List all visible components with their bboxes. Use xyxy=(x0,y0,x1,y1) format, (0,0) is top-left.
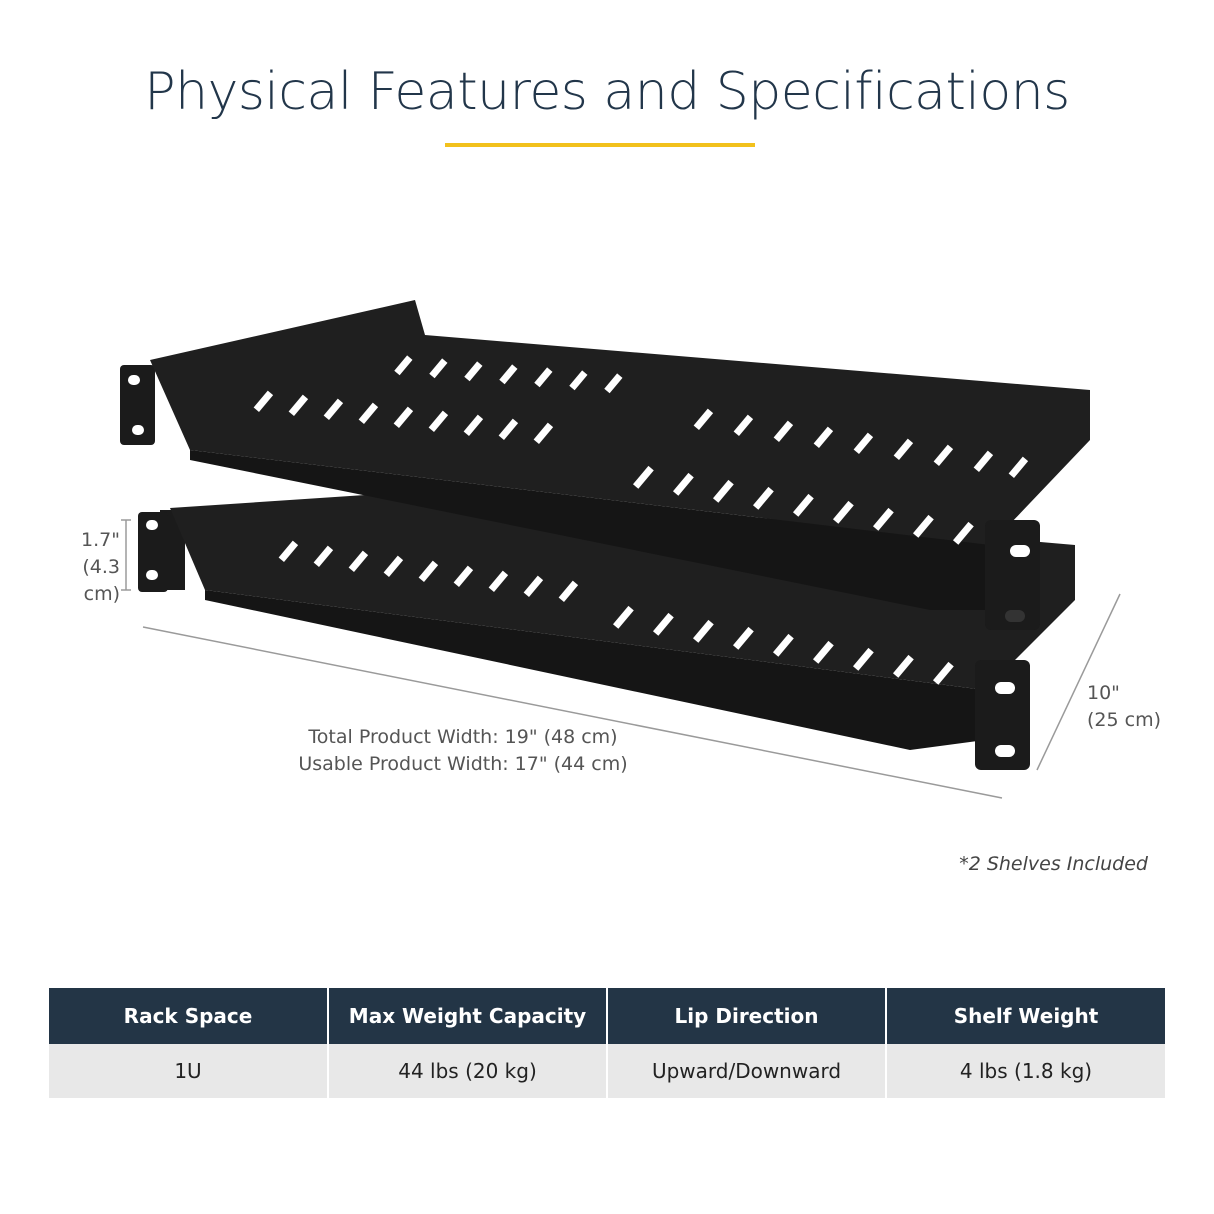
value-rack-space: 1U xyxy=(49,1044,329,1098)
depth-imperial: 10" xyxy=(1087,682,1120,704)
usable-width: Usable Product Width: 17" (44 cm) xyxy=(298,753,628,775)
height-dimension-label: 1.7" (4.3 cm) xyxy=(40,527,120,608)
depth-dimension-line xyxy=(1036,593,1121,771)
header-rack-space: Rack Space xyxy=(49,988,329,1044)
height-metric: (4.3 cm) xyxy=(82,556,120,605)
value-shelf-weight: 4 lbs (1.8 kg) xyxy=(886,1044,1165,1098)
upper-shelf xyxy=(120,300,1090,630)
dimension-lines xyxy=(121,519,1121,799)
title-accent-underline xyxy=(445,143,755,147)
shelves-illustration xyxy=(120,300,1121,799)
header-lip-direction: Lip Direction xyxy=(607,988,887,1044)
value-max-weight-capacity: 44 lbs (20 kg) xyxy=(328,1044,608,1098)
specs-header-row: Rack Space Max Weight Capacity Lip Direc… xyxy=(49,988,1165,1044)
header-max-weight-capacity: Max Weight Capacity xyxy=(328,988,608,1044)
depth-dimension-label: 10" (25 cm) xyxy=(1087,680,1187,734)
width-dimension-line xyxy=(142,626,1003,799)
width-dimension-label: Total Product Width: 19" (48 cm) Usable … xyxy=(283,724,643,778)
specs-value-row: 1U 44 lbs (20 kg) Upward/Downward 4 lbs … xyxy=(49,1044,1165,1098)
specs-table: Rack Space Max Weight Capacity Lip Direc… xyxy=(49,988,1165,1098)
value-lip-direction: Upward/Downward xyxy=(607,1044,887,1098)
header-shelf-weight: Shelf Weight xyxy=(886,988,1165,1044)
shelves-included-note: *2 Shelves Included xyxy=(959,853,1148,875)
total-width: Total Product Width: 19" (48 cm) xyxy=(308,726,618,748)
depth-metric: (25 cm) xyxy=(1087,709,1161,731)
height-imperial: 1.7" xyxy=(81,529,120,551)
page-title: Physical Features and Specifications xyxy=(144,62,1070,122)
